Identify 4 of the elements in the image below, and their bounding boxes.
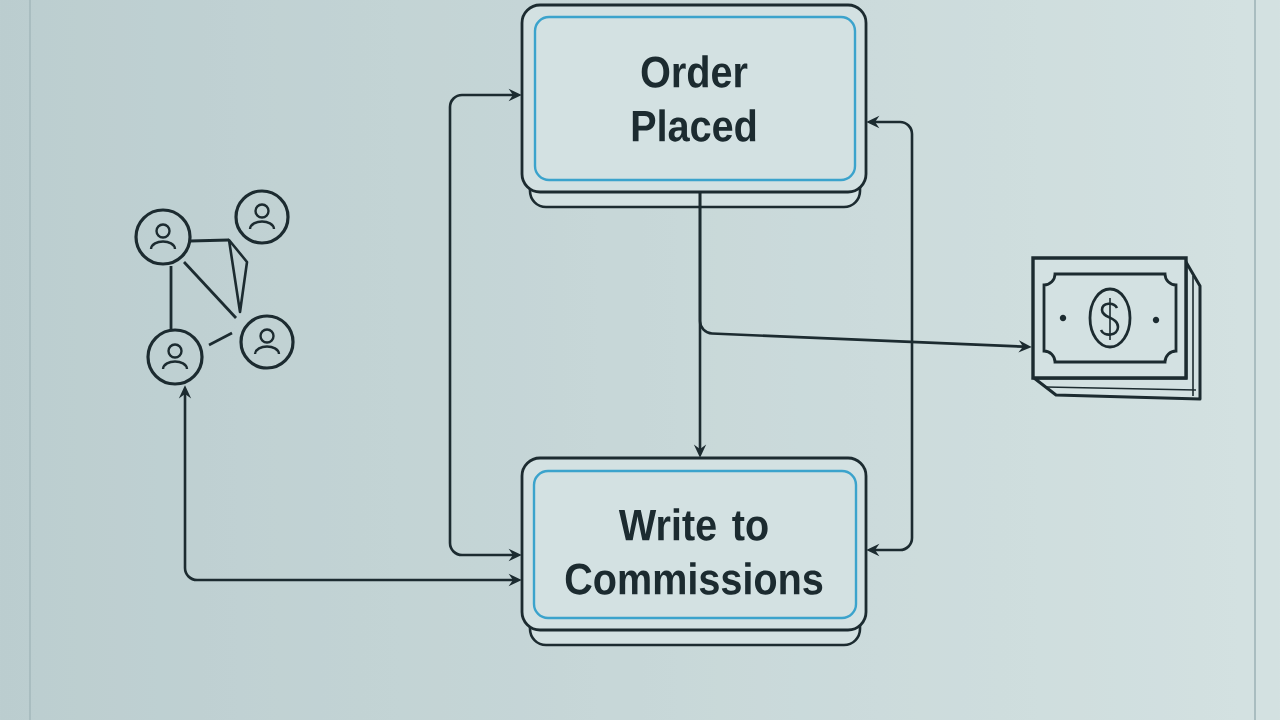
process-box: Order Placed bbox=[520, 3, 868, 209]
money-stack-icon bbox=[1031, 256, 1202, 401]
people-network-drawing bbox=[134, 189, 295, 386]
process-box: Write to Commissions bbox=[520, 456, 868, 647]
